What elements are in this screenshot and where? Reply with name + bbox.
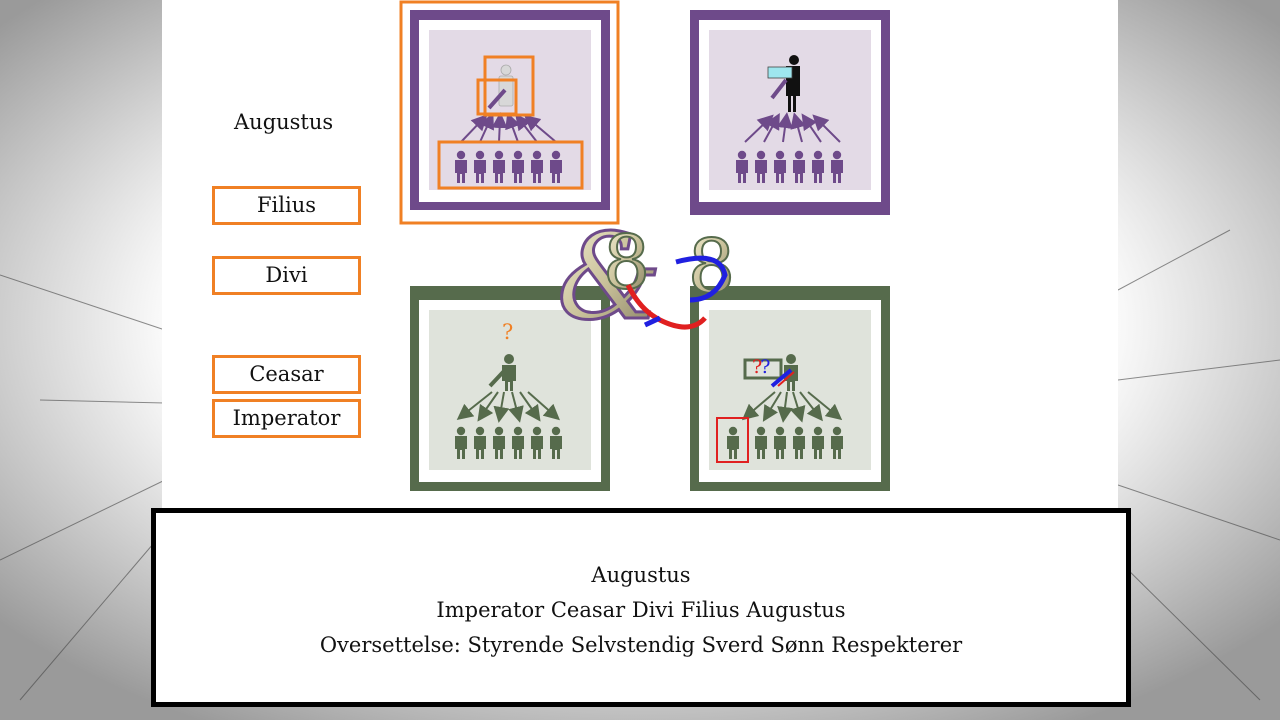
label-ceasar: Ceasar	[212, 355, 361, 394]
label-filius: Filius	[212, 186, 361, 225]
caption-box: Augustus Imperator Ceasar Divi Filius Au…	[151, 508, 1131, 707]
panel-bottom-right	[690, 286, 890, 491]
label-imperator: Imperator	[212, 399, 361, 438]
question-mark-box: ??	[752, 356, 770, 378]
panel-top-left	[399, 0, 620, 225]
label-augustus: Augustus	[234, 110, 334, 134]
caption-translation: Oversettelse: Styrende Selvstendig Sverd…	[319, 633, 963, 657]
panel-bottom-left	[410, 286, 610, 491]
caption-full-name: Imperator Ceasar Divi Filius Augustus	[436, 598, 846, 622]
panel-top-right	[690, 10, 890, 215]
caption-title: Augustus	[591, 563, 691, 587]
svg-text:8: 8	[603, 220, 650, 306]
question-red: ?	[752, 356, 762, 378]
question-mark-orange: ?	[502, 320, 514, 344]
svg-text:8: 8	[688, 224, 735, 310]
question-blue: ?	[760, 356, 770, 378]
label-divi: Divi	[212, 256, 361, 295]
ampersand-ornament: & 8 8	[556, 207, 737, 348]
